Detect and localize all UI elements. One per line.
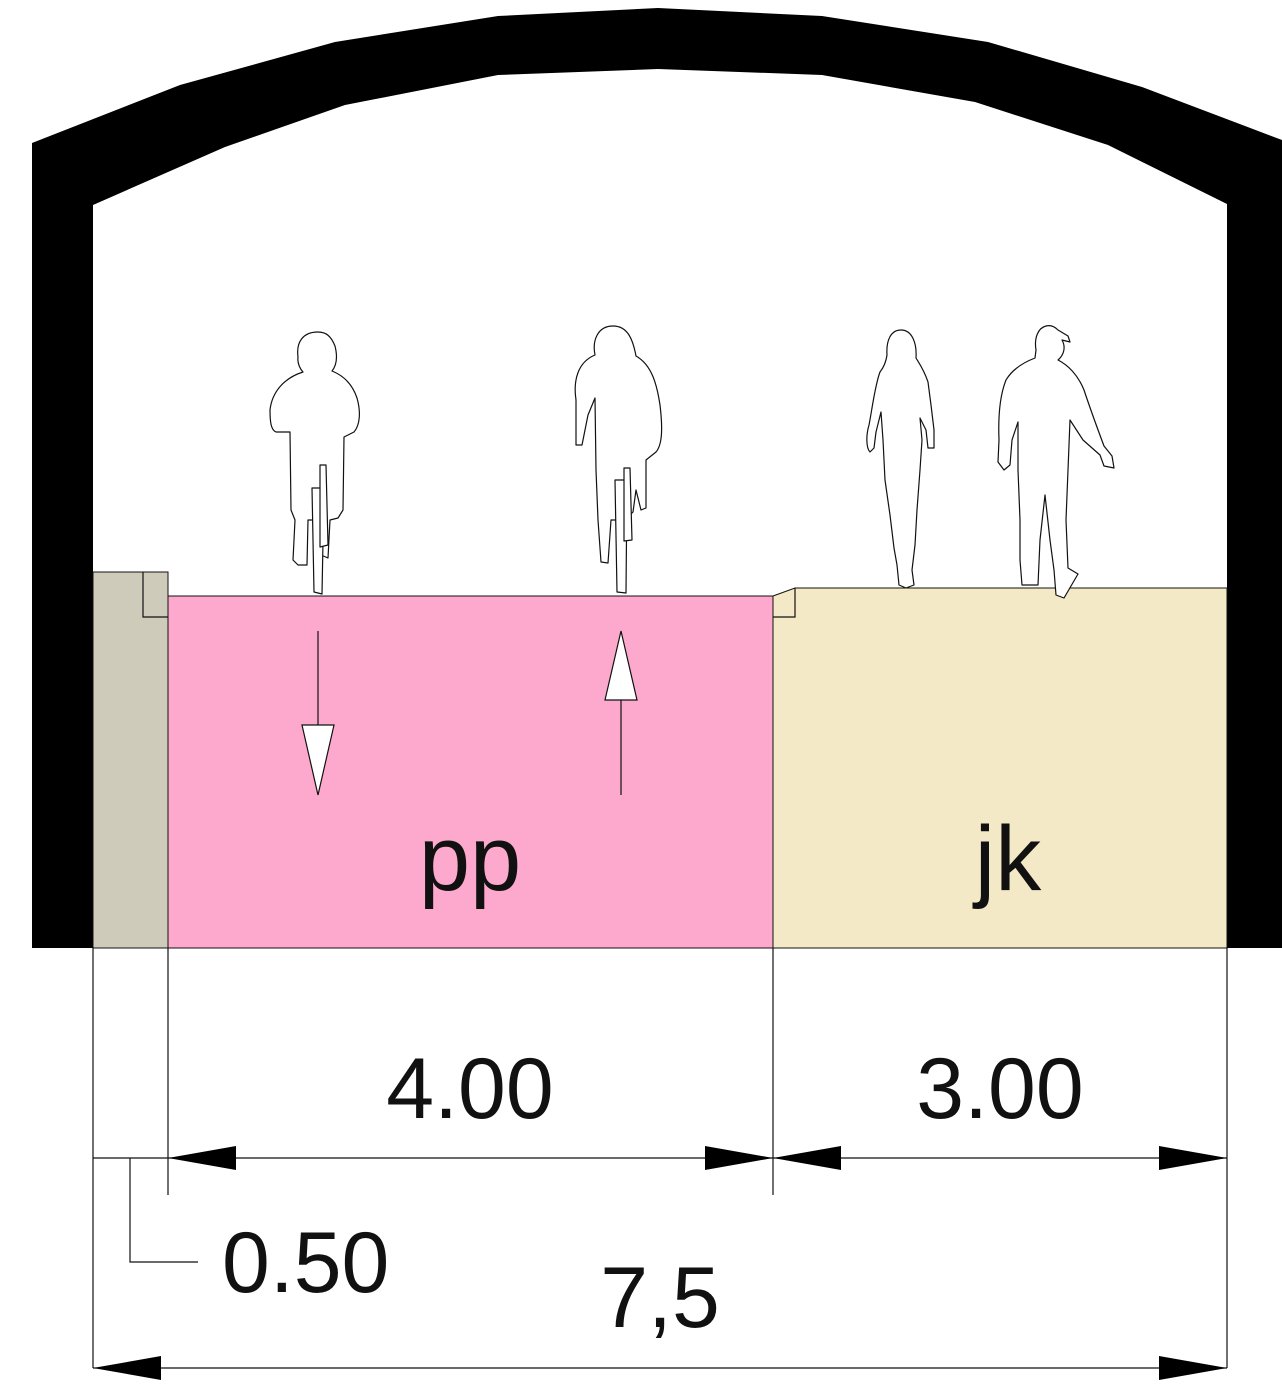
cyclist-icon [269,331,360,595]
pedestrian-man-icon [997,325,1115,599]
cycle-path-width-label: 4.00 [386,1041,553,1137]
footway [772,587,1228,949]
cycle-path-label: pp [419,808,521,910]
curb-edge [142,572,168,618]
curb-strip [92,571,169,949]
pedestrian-woman-icon [866,329,935,589]
footway-label: jk [972,808,1042,910]
footway-width-label: 3.00 [916,1041,1083,1137]
curb-width-label: 0.50 [222,1215,389,1311]
arrow-down-icon [301,631,335,796]
arrow-up-icon [604,630,638,795]
total-width-label: 7,5 [600,1250,720,1346]
dimension-lines [92,948,1228,1380]
cyclist-icon [574,325,663,594]
tunnel-wall [32,8,1282,948]
footway-curb [773,588,796,618]
